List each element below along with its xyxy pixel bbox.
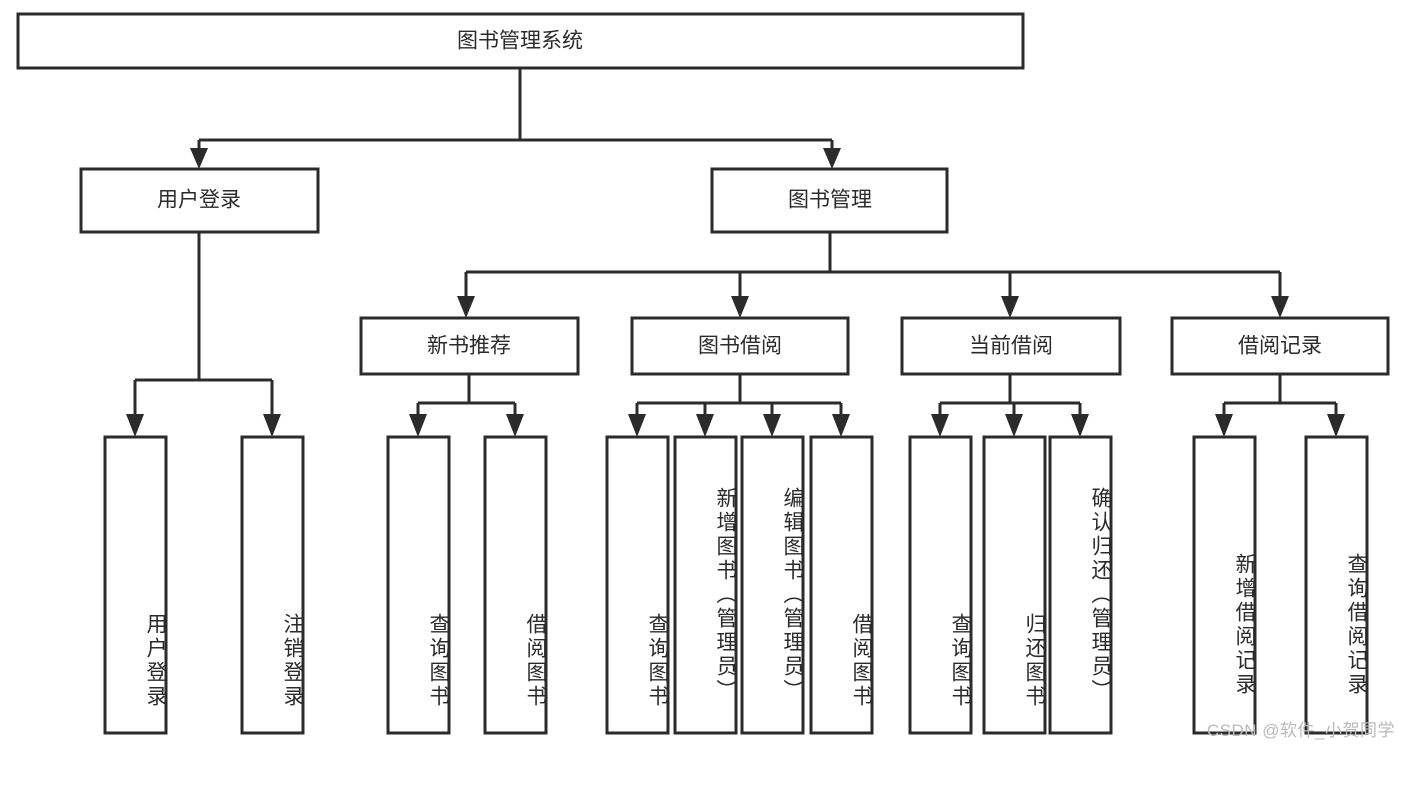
node-leaf-user-logout[interactable] — [240, 435, 305, 735]
diagram-svg: 图书管理系统 用户登录 图书管理 新书推荐 图书借阅 当前借阅 借阅记录 — [16, 12, 1390, 735]
connector-currentborrow-to-leaves — [931, 374, 1089, 437]
connector-borrowrecord-to-leaves — [1215, 374, 1345, 437]
node-book-manage-label: 图书管理 — [788, 189, 872, 212]
node-leaf-rec-borrow[interactable] — [483, 435, 548, 735]
node-new-book-rec-label: 新书推荐 — [427, 335, 511, 358]
node-root-label: 图书管理系统 — [457, 30, 583, 53]
node-book-borrow[interactable]: 图书借阅 — [630, 316, 850, 376]
connector-userlogin-to-leaves — [126, 232, 281, 437]
connector-bookborrow-to-leaves — [628, 374, 850, 437]
node-user-login[interactable]: 用户登录 — [79, 167, 320, 234]
node-user-login-label: 用户登录 — [157, 189, 241, 212]
node-leaf-user-login[interactable] — [103, 435, 168, 735]
node-leaf-borrow-add[interactable] — [673, 435, 738, 735]
node-leaf-record-add[interactable] — [1192, 435, 1257, 735]
node-current-borrow[interactable]: 当前借阅 — [900, 316, 1122, 376]
csdn-watermark: CSDN @软件_小贺同学 — [1206, 721, 1395, 740]
node-leaf-record-query[interactable] — [1304, 435, 1369, 735]
node-new-book-rec[interactable]: 新书推荐 — [359, 316, 580, 376]
node-leaf-borrow-query[interactable] — [605, 435, 670, 735]
node-borrow-record[interactable]: 借阅记录 — [1170, 316, 1390, 376]
node-leaf-borrow-edit[interactable] — [740, 435, 805, 735]
node-leaf-current-confirm[interactable] — [1048, 435, 1113, 735]
node-current-borrow-label: 当前借阅 — [969, 335, 1053, 358]
connector-bookmanage-to-level3 — [457, 232, 1289, 318]
node-leaf-current-return[interactable] — [982, 435, 1047, 735]
node-book-borrow-label: 图书借阅 — [698, 335, 782, 358]
node-borrow-record-label: 借阅记录 — [1238, 335, 1322, 358]
node-leaf-borrow-lend[interactable] — [809, 435, 874, 735]
connector-newbookrec-to-leaves — [409, 374, 524, 437]
node-book-manage[interactable]: 图书管理 — [710, 167, 949, 234]
node-leaf-rec-query[interactable] — [386, 435, 451, 735]
node-root[interactable]: 图书管理系统 — [16, 12, 1025, 70]
diagram-canvas: 图书管理系统 用户登录 图书管理 新书推荐 图书借阅 当前借阅 借阅记录 — [16, 12, 1395, 740]
connector-root-to-level2 — [190, 68, 841, 169]
node-leaf-current-query[interactable] — [908, 435, 973, 735]
